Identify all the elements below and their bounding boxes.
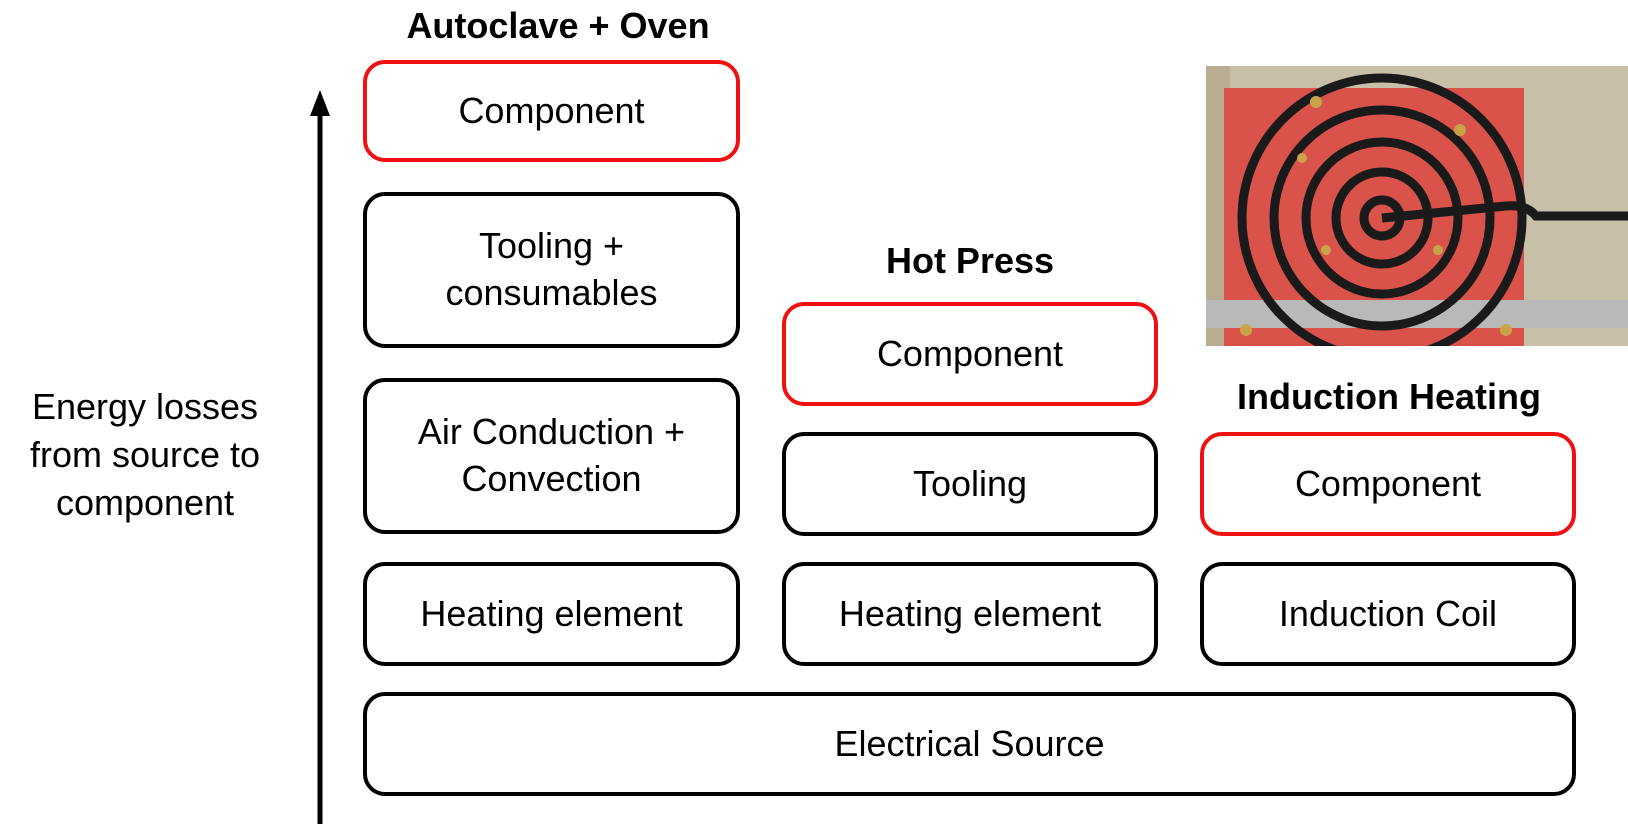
arrow-head [310, 90, 330, 116]
induction-component-box: Component [1200, 432, 1576, 536]
electrical-source-box: Electrical Source [363, 692, 1576, 796]
autoclave-heading: Autoclave + Oven [406, 5, 710, 46]
energy-loss-axis-label: Energy losses from source to component [0, 383, 290, 527]
photo-coil-rings [1237, 73, 1628, 346]
hotpress-heating-label: Heating element [838, 592, 1102, 634]
tooling-line-2: consumables [445, 272, 658, 313]
photo-screws [1240, 96, 1512, 336]
air-line-2: Convection [461, 458, 642, 499]
induction-component-label: Component [1294, 462, 1482, 504]
autoclave-tooling-box: Tooling + consumables [363, 192, 740, 348]
induction-coil-box: Induction Coil [1200, 562, 1576, 666]
hotpress-tooling-label: Tooling [912, 462, 1028, 504]
induction-heading: Induction Heating [1237, 376, 1541, 417]
energy-axis-arrow [310, 90, 330, 824]
axis-label-line-1: Energy losses [31, 386, 259, 427]
induction-coil-label: Induction Coil [1278, 592, 1498, 634]
autoclave-component-label: Component [458, 89, 645, 131]
electrical-source-label: Electrical Source [834, 722, 1105, 764]
induction-coil-photo [1206, 66, 1628, 346]
autoclave-heating-label: Heating element [420, 592, 683, 634]
autoclave-heating-box: Heating element [363, 562, 740, 666]
autoclave-air-box: Air Conduction + Convection [363, 378, 740, 534]
axis-label-line-2: from source to [29, 434, 261, 475]
hotpress-component-label: Component [876, 332, 1064, 374]
autoclave-component-box: Component [363, 60, 740, 162]
hotpress-heating-box: Heating element [782, 562, 1158, 666]
hotpress-tooling-box: Tooling [782, 432, 1158, 536]
hotpress-heading: Hot Press [885, 240, 1055, 281]
hotpress-component-box: Component [782, 302, 1158, 406]
air-line-1: Air Conduction + [417, 411, 686, 453]
tooling-line-1: Tooling + [478, 225, 625, 267]
axis-label-line-3: component [55, 482, 235, 523]
